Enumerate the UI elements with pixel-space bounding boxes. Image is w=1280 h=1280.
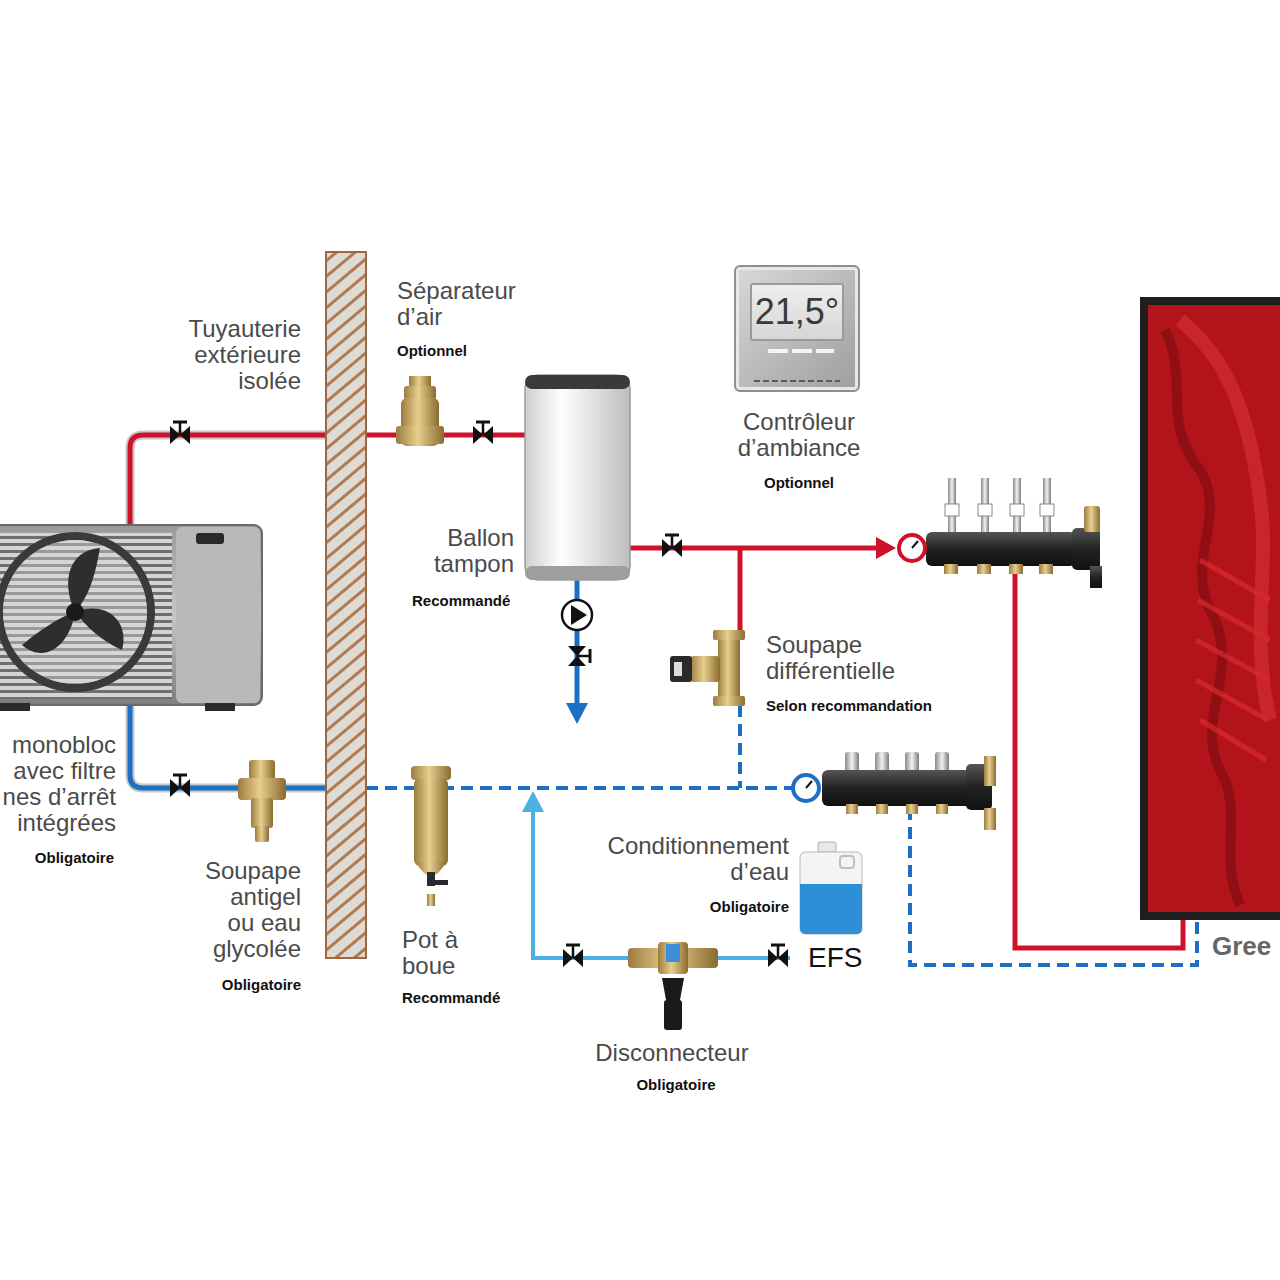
component-label: Soupape différentielle (766, 632, 926, 684)
status-label: Obligatoire (0, 849, 114, 866)
status-label: Optionnel (397, 342, 507, 359)
brand-label: Gree (1212, 932, 1278, 960)
component-label: Disconnecteur (572, 1040, 772, 1066)
display-reading: 21,5° (750, 283, 844, 341)
room-thermostat: 21,5°Contrôleur d’ambianceOptionnel (734, 265, 860, 392)
status-label: Obligatoire (181, 976, 301, 993)
status-label: Optionnel (699, 474, 899, 491)
component-label: Soupape antigel ou eau glycolée (201, 858, 301, 962)
component-label: monobloc avec filtre nes d’arrêt intégré… (0, 732, 116, 836)
status-label: Obligatoire (669, 898, 789, 915)
component-label: Conditionnement d’eau (584, 833, 789, 885)
status-label: Recommandé (412, 592, 522, 609)
component-label: Séparateur d’air (397, 278, 537, 330)
port-label: EFS (808, 943, 878, 973)
status-label: Recommandé (402, 989, 512, 1006)
status-label: Selon recommandation (766, 697, 956, 714)
status-label: Obligatoire (576, 1076, 776, 1093)
component-label: Pot à boue (402, 927, 492, 979)
component-label: Tuyauterie extérieure isolée (151, 316, 301, 394)
component-label: Ballon tampon (394, 525, 514, 577)
component-label: Contrôleur d’ambiance (699, 409, 899, 461)
